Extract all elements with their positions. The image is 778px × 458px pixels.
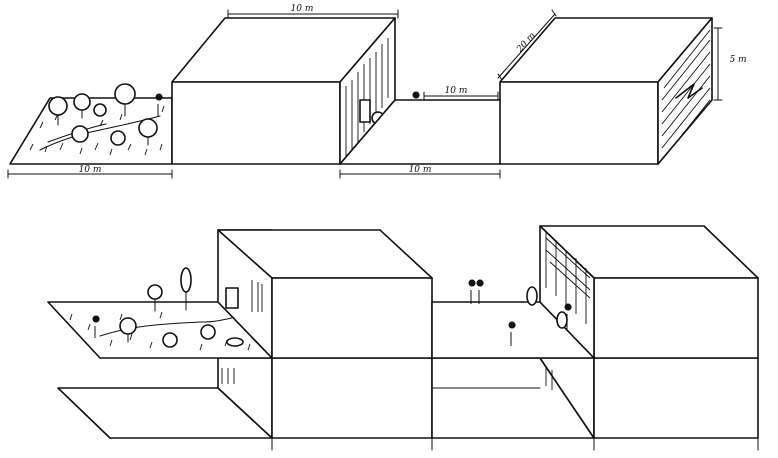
bottom-drawing [47, 225, 759, 451]
building-block-1-bottom [217, 229, 433, 359]
garden-plot-top [9, 83, 173, 165]
garden-plot-bottom [47, 267, 273, 359]
building-block-1-top [171, 17, 420, 165]
building-block-2-bottom [539, 225, 759, 359]
lower-level [57, 357, 759, 451]
dim-garden-width: 10 m [79, 165, 102, 175]
building-block-2-top [499, 17, 713, 165]
top-drawing: 10 m 20 m 5 m 10 m 10 m 10 m [7, 4, 747, 179]
dim-gap: 10 m [445, 86, 468, 96]
dim-height: 5 m [729, 55, 746, 65]
dim-gap-below: 10 m [409, 165, 432, 175]
dim-top-width: 10 m [291, 4, 314, 14]
